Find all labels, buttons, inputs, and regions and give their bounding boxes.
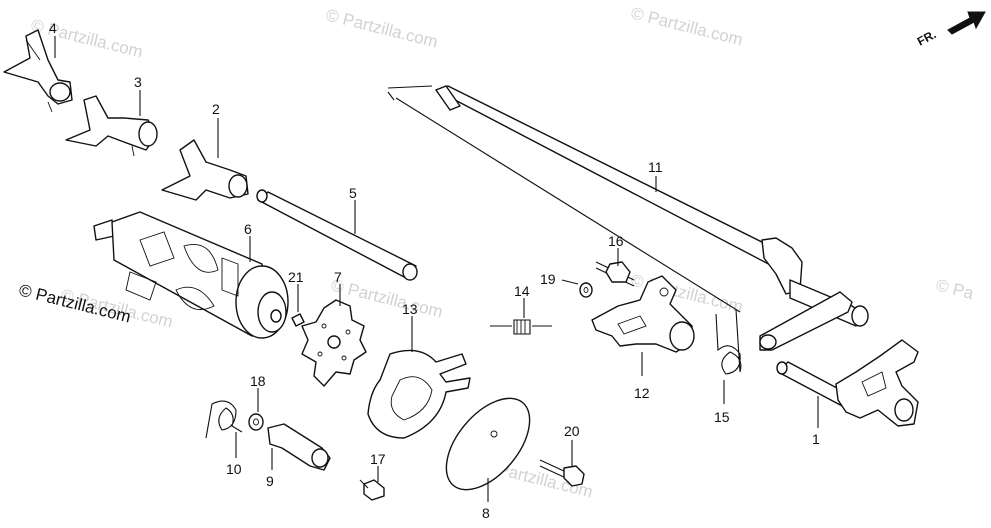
shift-fork-4[interactable] [3,29,73,113]
callout-7: 7 [334,269,342,285]
callout-11: 11 [648,159,663,175]
stopper-plate-13[interactable] [367,349,471,439]
callout-3: 3 [134,74,142,90]
callout-12: 12 [634,385,650,401]
callout-20: 20 [564,423,580,439]
watermark: © Pa [934,275,976,303]
front-direction-indicator: FR. [915,11,986,49]
shift-fork-2[interactable] [161,139,249,201]
watermark: © Partzilla.com [629,3,745,49]
dowel-pin-21[interactable] [291,313,305,327]
callout-15: 15 [714,409,730,425]
stud-bolt-16[interactable] [595,261,635,287]
drum-center-plate-7[interactable] [301,299,367,387]
callout-4: 4 [49,20,57,36]
return-spring-14[interactable] [490,319,552,335]
gearshift-spindle-11[interactable] [387,85,869,351]
washer-18[interactable] [248,413,264,431]
bolt-20[interactable] [539,459,585,487]
fork-shaft-5[interactable] [256,189,418,281]
leader-line [561,279,579,285]
shift-drum-6[interactable] [93,211,289,339]
callout-9: 9 [266,473,274,489]
shift-plate-12[interactable] [591,275,695,353]
washer-19[interactable] [579,282,593,298]
callout-19: 19 [540,271,556,287]
callout-8: 8 [482,505,490,521]
watermark: © Partzilla.com [324,5,440,51]
callout-14: 14 [514,283,530,299]
front-label: FR. [915,27,939,48]
gasket-8[interactable] [430,383,545,504]
bolt-17[interactable] [359,479,385,501]
callout-17: 17 [370,451,386,467]
torsion-spring-15[interactable] [715,309,742,375]
callout-13: 13 [402,301,418,317]
callout-2: 2 [212,101,220,117]
callout-1: 1 [812,431,820,447]
callout-10: 10 [226,461,242,477]
callout-5: 5 [349,185,357,201]
callout-18: 18 [250,373,266,389]
shift-arm-1[interactable] [776,339,919,427]
stopper-arm-9[interactable] [267,423,331,471]
callout-6: 6 [244,221,252,237]
front-arrow-icon [947,11,986,35]
torsion-spring-10[interactable] [205,400,243,439]
shift-fork-3[interactable] [65,95,158,157]
callout-21: 21 [288,269,304,285]
